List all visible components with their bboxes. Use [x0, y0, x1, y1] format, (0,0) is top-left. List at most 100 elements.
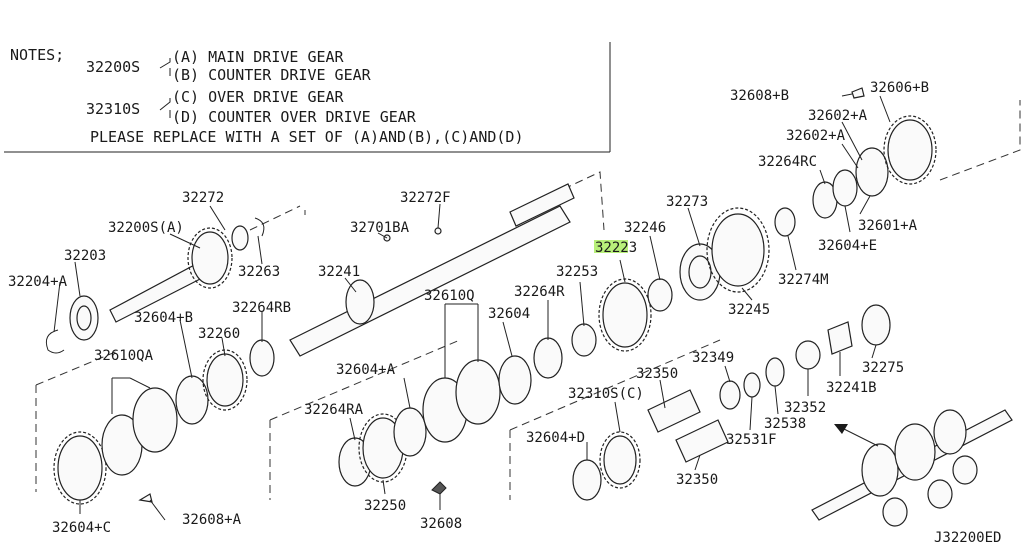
gear-32310SC-teeth [599, 431, 641, 489]
label-32263: 32263 [238, 264, 280, 280]
bearing-32203-inner [76, 305, 92, 331]
frame-right [939, 100, 1021, 181]
label-32604: 32604 [488, 306, 530, 322]
sync-ring-32604C [57, 435, 103, 501]
label-32604A: 32604+A [336, 362, 396, 378]
ring-32604D [572, 459, 602, 501]
upper-right-stack [679, 87, 937, 301]
label-32245: 32245 [728, 302, 770, 318]
key-32608A [138, 493, 153, 503]
gear-32260 [206, 353, 244, 407]
main-shaft-group [289, 183, 575, 357]
label-32275: 32275 [862, 360, 904, 376]
highlight-32223 [594, 240, 628, 253]
assembled-shift-fork-2 [927, 479, 953, 509]
notes-group1-code: 32200S [86, 58, 140, 76]
label-32250: 32250 [364, 498, 406, 514]
arrow-head [834, 424, 848, 434]
snap-ring-32263 [254, 217, 265, 237]
main-drive-gear-teeth [187, 227, 233, 289]
frame-center [269, 339, 461, 500]
notes-line-b: (B) COUNTER DRIVE GEAR [172, 66, 372, 84]
label-32350-2: 32350 [676, 472, 718, 488]
sleeve-32610QA-2 [132, 387, 178, 453]
notes-line-d: (D) COUNTER OVER DRIVE GEAR [172, 108, 417, 126]
washer-32246 [647, 278, 673, 312]
assembled-shaft [811, 409, 1013, 527]
label-32350-1: 32350 [636, 366, 678, 382]
sleeve-32606B-teeth [883, 115, 937, 185]
label-32264R: 32264R [514, 284, 565, 300]
insert-32608B [851, 87, 865, 99]
label-32203: 32203 [64, 248, 106, 264]
label-32260: 32260 [198, 326, 240, 342]
label-32264RC: 32264RC [758, 154, 817, 170]
notes-box: NOTES; 32200S (A) MAIN DRIVE GEAR (B) CO… [4, 42, 611, 153]
ring-32604A [393, 407, 427, 457]
label-32241B: 32241B [826, 380, 877, 396]
washer-32531F [743, 372, 761, 398]
ring-32604E [832, 169, 858, 207]
frame-shaft [539, 171, 605, 231]
notes-group2-code: 32310S [86, 100, 140, 118]
frame-upper-left [249, 205, 306, 231]
label-32223[interactable]: 32223 [595, 240, 637, 256]
label-32602A-1: 32602+A [808, 108, 868, 124]
part-labels: 32608+B 32606+B 32602+A 32602+A 32264RC … [8, 80, 1001, 546]
label-32608B: 32608+B [730, 88, 789, 104]
label-32606B: 32606+B [870, 80, 929, 96]
notes-line-a: (A) MAIN DRIVE GEAR [172, 48, 345, 66]
bracket-1 [159, 58, 171, 76]
main-drive-shaft-group [45, 217, 265, 354]
label-32274M: 32274M [778, 272, 829, 288]
assembled-gear-2 [894, 423, 936, 481]
dashed-frames [35, 100, 1021, 500]
label-32352: 32352 [784, 400, 826, 416]
sync-ring-32604C-teeth [53, 431, 107, 505]
collar-32349 [719, 380, 741, 410]
sleeve-32610Q [455, 359, 501, 425]
gear-32223 [602, 282, 648, 348]
label-32610Q: 32610Q [424, 288, 475, 304]
frame-lower [509, 339, 721, 500]
pin-32272F [434, 227, 442, 235]
collar-32241 [345, 279, 375, 325]
label-32264RA: 32264RA [304, 402, 364, 418]
sleeve-32606B [887, 119, 933, 181]
key-32608 [431, 481, 447, 495]
bearing-32275 [861, 304, 891, 346]
gear-32310SC [603, 435, 637, 485]
needle-half-32350-2 [675, 419, 729, 463]
assembled-gear-1 [861, 443, 899, 497]
collar-32253 [571, 323, 597, 357]
label-32241: 32241 [318, 264, 360, 280]
leader-lines [53, 93, 891, 521]
ring-32604 [498, 355, 532, 405]
label-32604E: 32604+E [818, 238, 877, 254]
main-shaft-spline [509, 183, 575, 227]
label-32538: 32538 [764, 416, 806, 432]
main-drive-gear [191, 231, 229, 285]
gear-32245 [711, 213, 765, 287]
notes-line-c: (C) OVER DRIVE GEAR [172, 88, 345, 106]
label-32610QA: 32610QA [94, 348, 154, 364]
ring-32604B [175, 375, 209, 425]
notes-line-replace: PLEASE REPLACE WITH A SET OF (A)AND(B),(… [90, 128, 523, 146]
frame-left [35, 349, 121, 492]
assembled-shift-fork-3 [952, 455, 978, 485]
label-32608: 32608 [420, 516, 462, 532]
nut-32241B [827, 321, 853, 355]
label-32272F: 32272F [400, 190, 451, 206]
center-gear-stack [338, 278, 673, 495]
needle-32264R [533, 337, 563, 379]
label-32604C: 32604+C [52, 520, 111, 536]
label-32200SA: 32200S(A) [108, 220, 184, 236]
main-shaft [289, 205, 571, 357]
label-32272: 32272 [182, 190, 224, 206]
bearing-32273-inner [688, 255, 712, 289]
label-32604D: 32604+D [526, 430, 585, 446]
label-32253: 32253 [556, 264, 598, 280]
needle-32264RB [249, 339, 275, 377]
